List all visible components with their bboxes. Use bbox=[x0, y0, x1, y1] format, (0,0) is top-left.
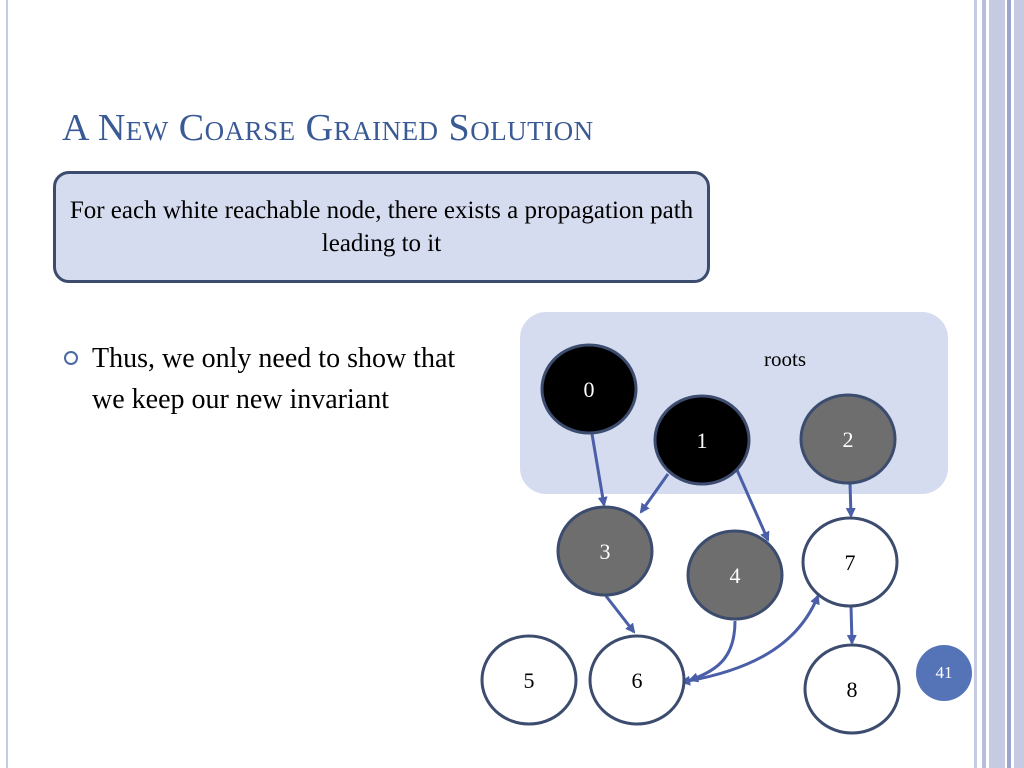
node-label-4: 4 bbox=[730, 563, 741, 588]
node-label-6: 6 bbox=[632, 668, 643, 693]
node-label-3: 3 bbox=[600, 539, 611, 564]
right-decorative-stripes bbox=[974, 0, 1024, 768]
slide-title: A New Coarse Grained Solution bbox=[62, 107, 594, 149]
node-3: 3 bbox=[556, 505, 654, 597]
bullet-item: Thus, we only need to show that we keep … bbox=[62, 338, 462, 420]
bullet-circle-icon bbox=[64, 351, 78, 365]
node-circle-2 bbox=[799, 393, 897, 485]
node-1: 1 bbox=[653, 394, 751, 486]
node-7: 7 bbox=[801, 516, 899, 608]
node-label-5: 5 bbox=[524, 668, 535, 693]
node-5: 5 bbox=[480, 634, 578, 726]
edge-0-3 bbox=[590, 433, 608, 507]
edge-7-8 bbox=[846, 605, 857, 645]
bullet-list: Thus, we only need to show that we keep … bbox=[62, 338, 462, 420]
node-4: 4 bbox=[686, 529, 784, 621]
edge-6-7 bbox=[680, 594, 820, 686]
node-0: 0 bbox=[540, 343, 638, 435]
node-8: 8 bbox=[803, 643, 901, 735]
node-circle-1 bbox=[653, 394, 751, 486]
node-circle-4 bbox=[686, 529, 784, 621]
node-label-7: 7 bbox=[845, 550, 856, 575]
node-circle-3 bbox=[556, 505, 654, 597]
node-circle-7 bbox=[801, 516, 899, 608]
invariant-callout-box: For each white reachable node, there exi… bbox=[53, 171, 710, 283]
node-circle-6 bbox=[588, 634, 686, 726]
nodes-layer: 0 1 2 3 4 5 6 7 8 bbox=[480, 343, 901, 735]
node-2: 2 bbox=[799, 393, 897, 485]
node-circle-0 bbox=[540, 343, 638, 435]
edges-layer bbox=[590, 433, 857, 686]
node-label-1: 1 bbox=[697, 428, 708, 453]
node-circle-5 bbox=[480, 634, 578, 726]
node-label-0: 0 bbox=[584, 377, 595, 402]
edge-2-7 bbox=[845, 482, 856, 518]
roots-label: roots bbox=[764, 347, 806, 371]
page-number-badge: 41 bbox=[916, 645, 972, 701]
bullet-text: Thus, we only need to show that we keep … bbox=[92, 343, 456, 415]
node-label-2: 2 bbox=[843, 427, 854, 452]
edge-1-4 bbox=[735, 469, 770, 542]
left-border-line bbox=[6, 0, 8, 768]
callout-text: For each white reachable node, there exi… bbox=[69, 197, 694, 257]
page-number: 41 bbox=[935, 663, 953, 682]
node-6: 6 bbox=[588, 634, 686, 726]
edge-3-6 bbox=[604, 595, 636, 634]
node-label-8: 8 bbox=[847, 677, 858, 702]
edge-1-3 bbox=[639, 473, 670, 514]
node-circle-8 bbox=[803, 643, 901, 735]
